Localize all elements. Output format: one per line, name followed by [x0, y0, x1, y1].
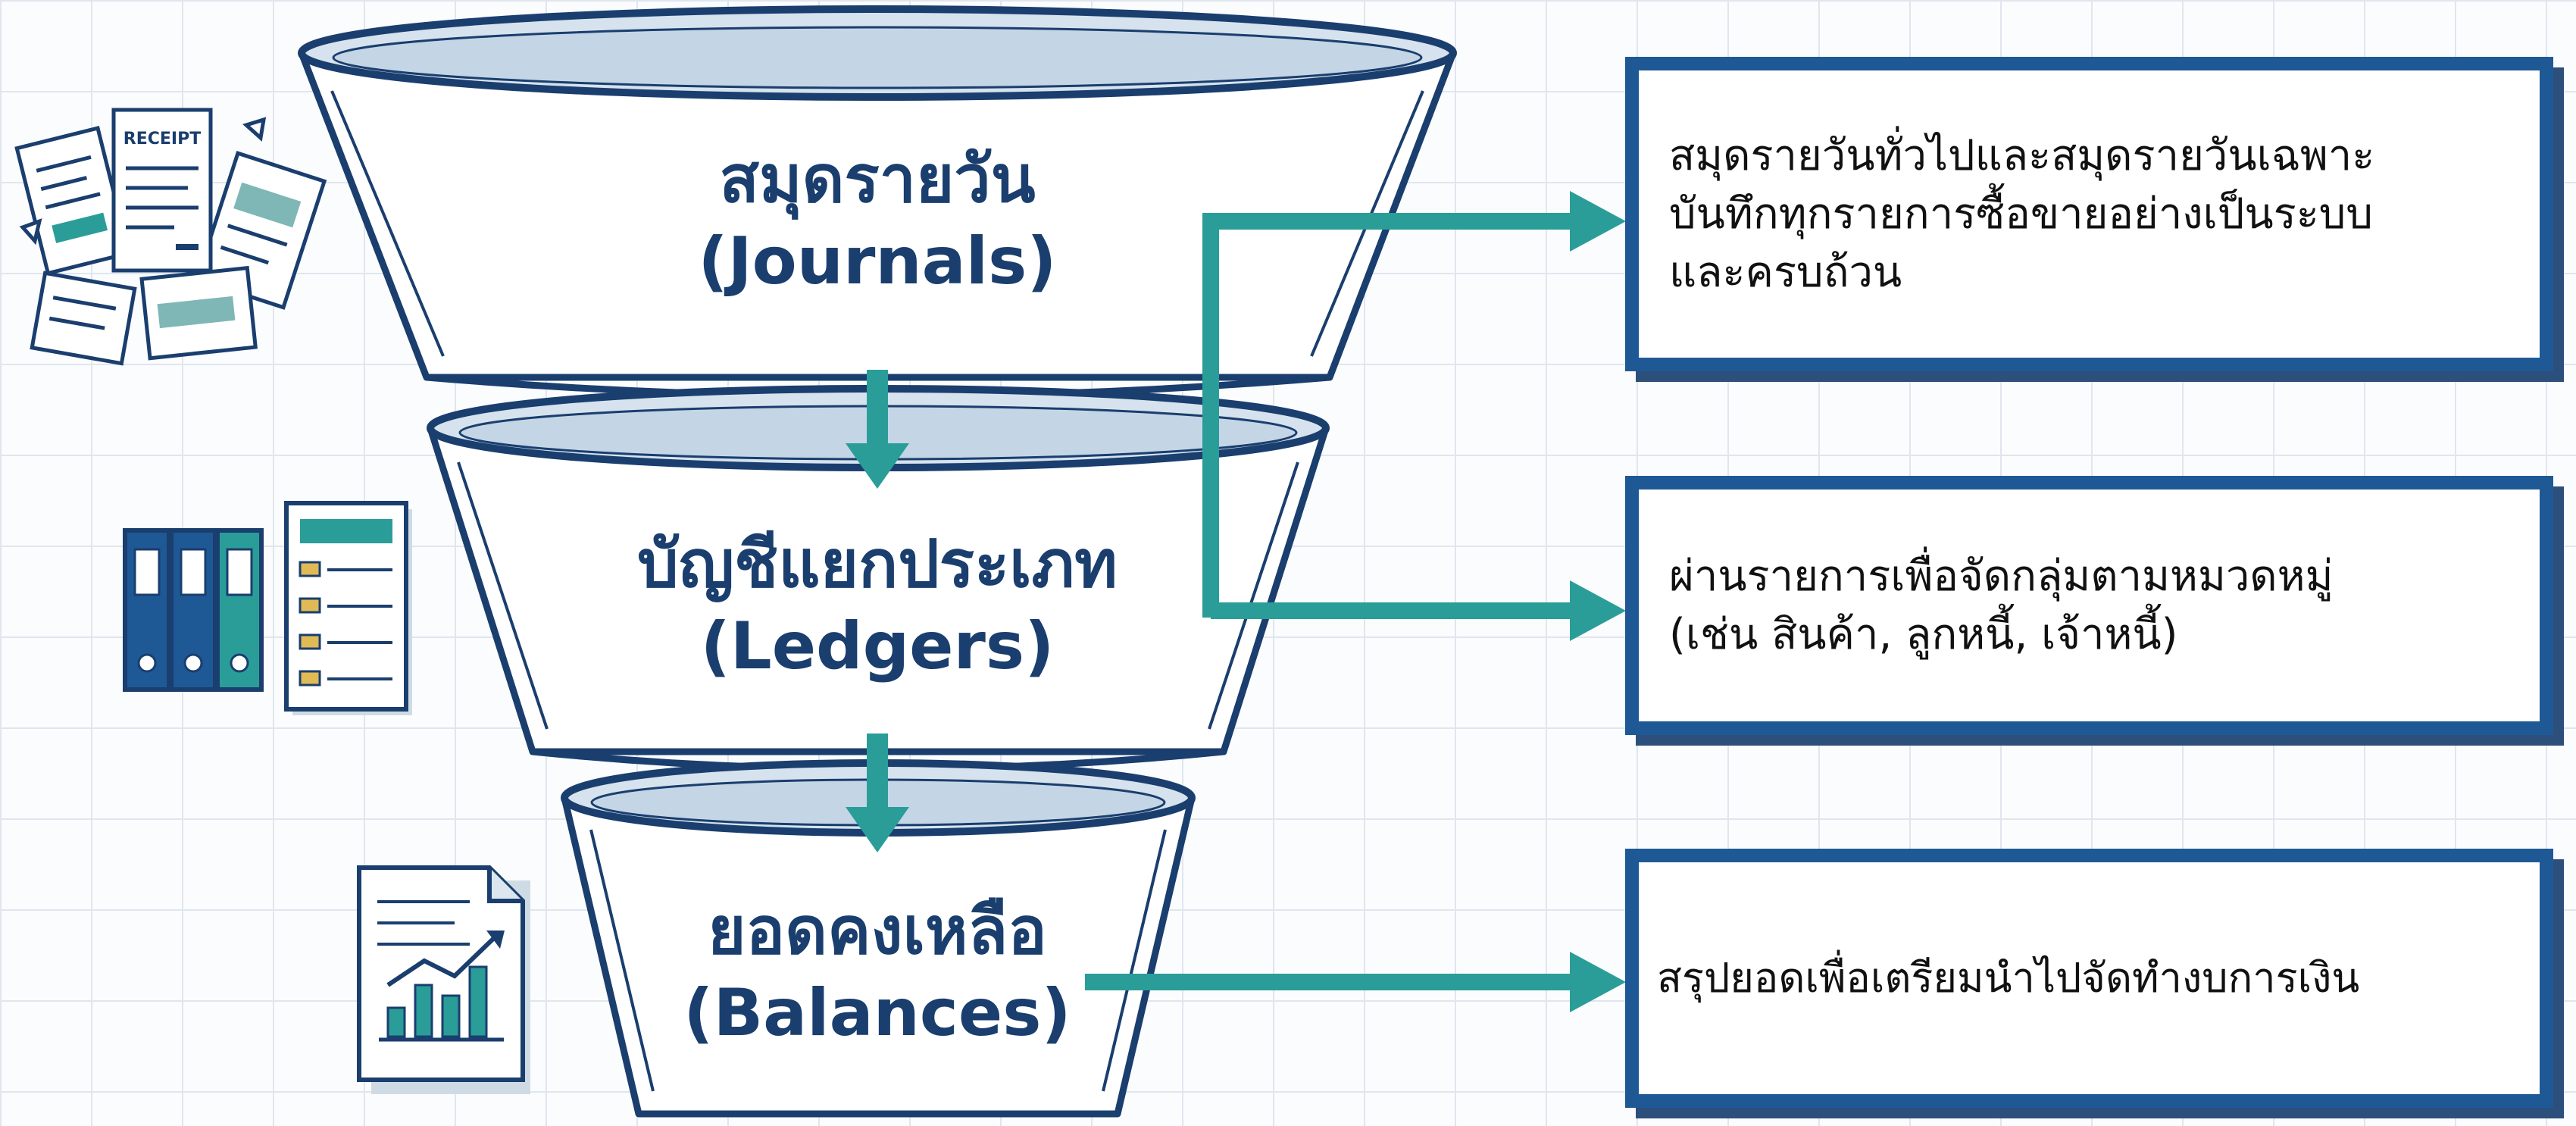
- description-box-ledgers: ผ่านรายการเพื่อจัดกลุ่มตามหมวดหมู่ (เช่น…: [1625, 476, 2553, 735]
- connector-journals-ledgers: [1202, 213, 1572, 619]
- down-arrow-2: [846, 733, 909, 852]
- stage-title-ledgers-th: บัญชีแยกประเภท: [637, 527, 1118, 602]
- stage-title-ledgers-en: (Ledgers): [700, 608, 1055, 684]
- ledger-binders-icon: [123, 501, 412, 715]
- stage-title-ledgers: บัญชีแยกประเภท (Ledgers): [499, 524, 1256, 687]
- receipts-icon: RECEIPT: [14, 108, 327, 366]
- down-arrow-1: [846, 370, 909, 489]
- arrowhead-3: [1570, 952, 1626, 1012]
- description-box-balances: สรุปยอดเพื่อเตรียมนำไปจัดทำงบการเงิน: [1625, 849, 2553, 1108]
- balance-report-chart-icon: [357, 865, 530, 1094]
- description-balances-text: สรุปยอดเพื่อเตรียมนำไปจัดทำงบการเงิน: [1657, 953, 2360, 1002]
- arrowhead-1: [1570, 191, 1626, 252]
- description-ledgers-text: ผ่านรายการเพื่อจัดกลุ่มตามหมวดหมู่ (เช่น…: [1669, 551, 2334, 659]
- description-journals-text: สมุดรายวันทั่วไปและสมุดรายวันเฉพาะ บันทึ…: [1669, 130, 2375, 298]
- receipt-label: RECEIPT: [123, 130, 201, 149]
- stage-title-balances: ยอดคงเหลือ (Balances): [574, 891, 1180, 1054]
- stage-title-balances-en: (Balances): [683, 974, 1071, 1051]
- stage-title-balances-th: ยอดคงเหลือ: [708, 893, 1047, 969]
- arrowhead-2: [1570, 580, 1626, 641]
- stage-title-journals-en: (Journals): [698, 223, 1057, 299]
- stage-title-journals: สมุดรายวัน (Journals): [574, 139, 1180, 302]
- description-box-journals: สมุดรายวันทั่วไปและสมุดรายวันเฉพาะ บันทึ…: [1625, 57, 2553, 371]
- stage-title-journals-th: สมุดรายวัน: [719, 142, 1036, 217]
